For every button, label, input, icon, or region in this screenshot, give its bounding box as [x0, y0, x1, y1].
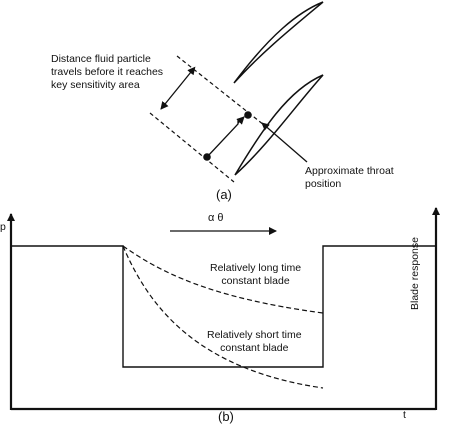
long-time-constant-curve — [122, 245, 324, 314]
short-curve-label-line-2: constant blade — [220, 342, 289, 354]
lower-blade — [234, 74, 324, 176]
short-time-constant-curve — [122, 245, 324, 389]
particle-end-dot — [244, 111, 252, 119]
x-axis-label-t: t — [403, 409, 406, 421]
upper-blade — [233, 1, 324, 84]
short-curve-label: Relatively short time constant blade — [207, 329, 302, 355]
long-curve-label-line-2: constant blade — [221, 275, 290, 287]
throat-label-line-1: Approximate throat — [305, 165, 394, 177]
pressure-step-profile — [11, 245, 436, 368]
distance-label-line-1: Distance fluid particle — [51, 53, 151, 65]
lower-dashed-guide — [149, 112, 235, 183]
throat-pointer-arrow — [261, 122, 308, 163]
panel-b-caption: (b) — [218, 409, 234, 424]
distance-label: Distance fluid particle travels before i… — [51, 53, 163, 92]
right-axis-label: Blade response — [409, 237, 421, 310]
distance-label-line-2: travels before it reaches — [51, 66, 164, 78]
alpha-theta-label: α θ — [208, 212, 224, 224]
distance-double-arrow — [160, 66, 196, 110]
distance-label-line-3: key sensitivity area — [51, 79, 140, 91]
throat-label: Approximate throat position — [305, 165, 394, 191]
throat-label-line-2: position — [305, 178, 342, 190]
short-curve-label-line-1: Relatively short time — [207, 329, 302, 341]
panel-a-caption: (a) — [216, 187, 232, 202]
particle-start-dot — [203, 153, 211, 161]
y-axis-label-p: p — [0, 221, 6, 233]
long-curve-label: Relatively long time constant blade — [210, 262, 301, 288]
particle-path-arrow — [206, 119, 239, 158]
long-curve-label-line-1: Relatively long time — [210, 262, 302, 274]
